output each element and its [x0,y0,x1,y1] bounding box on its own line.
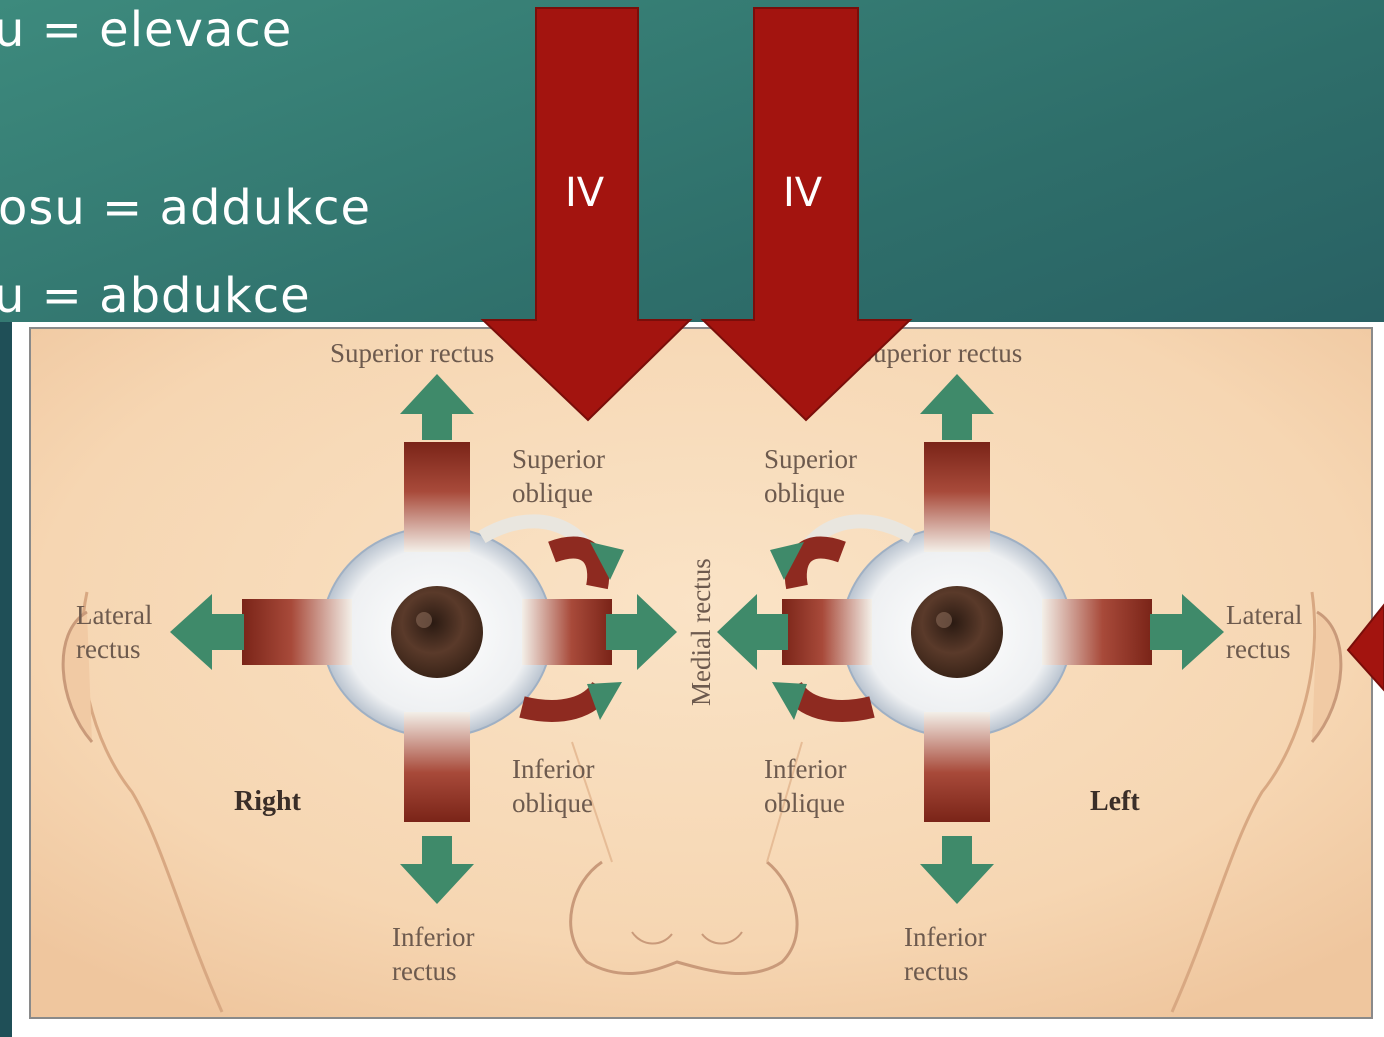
label-side-left: Left [1090,786,1140,817]
arrow-label-iv-left: IV [565,170,605,216]
left-inferior-rectus-muscle [924,712,990,822]
label-superior-rectus-right: Superior rectus [330,338,494,368]
label-inferior-oblique-left-2: oblique [764,788,845,818]
label-inferior-rectus-right-1: Inferior [392,922,474,952]
label-lateral-rectus-right-1: Lateral [76,600,152,630]
left-medial-rectus-muscle [782,599,872,665]
right-iris [391,586,483,678]
slide-text-abdukce: u = abdukce [0,268,311,324]
right-superior-rectus-muscle [404,442,470,552]
label-superior-oblique-left-1: Superior [764,444,857,474]
label-inferior-oblique-left-1: Inferior [764,754,846,784]
right-medial-rectus-muscle [522,599,612,665]
label-inferior-rectus-left-2: rectus [904,956,968,986]
label-lateral-rectus-left-2: rectus [1226,634,1290,664]
label-superior-oblique-left-2: oblique [764,478,845,508]
label-side-right: Right [234,786,302,817]
arrow-label-iv-right: IV [783,170,823,216]
label-inferior-rectus-left-1: Inferior [904,922,986,952]
eye-muscles-figure: Superior rectus Superior rectus Superior… [12,322,1384,1037]
slide-text-elevace: u = elevace [0,2,292,58]
right-iris-highlight [416,612,432,628]
label-superior-oblique-right-1: Superior [512,444,605,474]
label-superior-oblique-right-2: oblique [512,478,593,508]
label-superior-rectus-left: Superior rectus [858,338,1022,368]
slide-text-addukce: osu = addukce [0,180,371,236]
right-lateral-rectus-muscle [242,599,352,665]
figure-left-edge [0,322,12,1037]
right-inferior-rectus-muscle [404,712,470,822]
left-iris-highlight [936,612,952,628]
left-lateral-rectus-muscle [1042,599,1152,665]
label-inferior-rectus-right-2: rectus [392,956,456,986]
left-superior-rectus-muscle [924,442,990,552]
label-lateral-rectus-right-2: rectus [76,634,140,664]
label-lateral-rectus-left-1: Lateral [1226,600,1302,630]
label-inferior-oblique-right-2: oblique [512,788,593,818]
left-iris [911,586,1003,678]
label-medial-rectus: Medial rectus [686,558,716,706]
label-inferior-oblique-right-1: Inferior [512,754,594,784]
